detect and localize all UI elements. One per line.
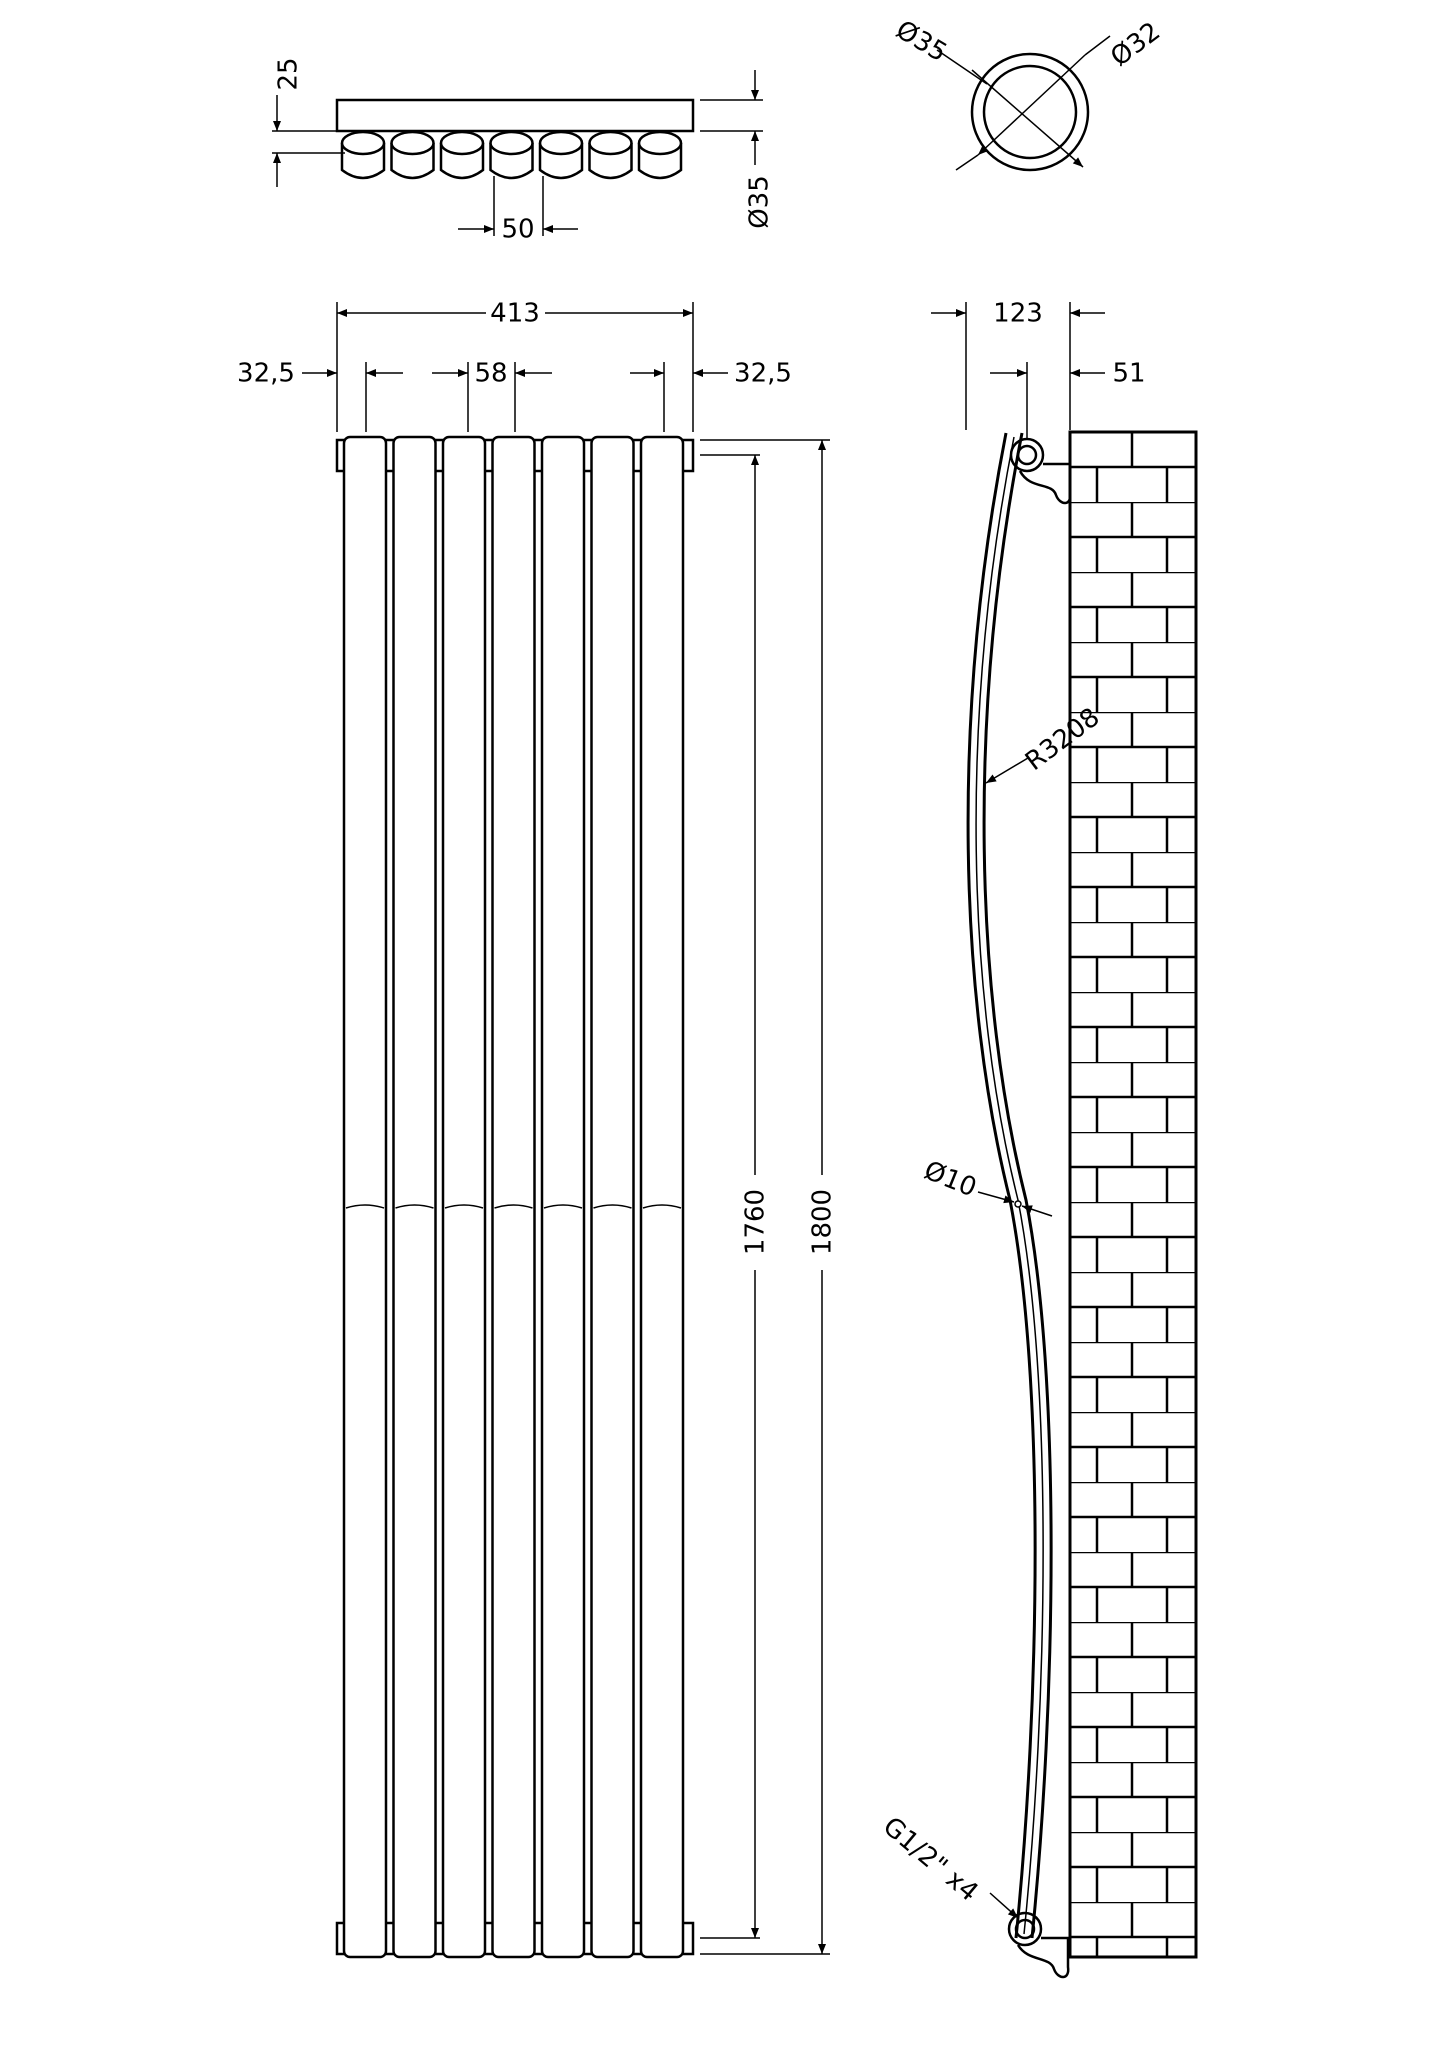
right-margin-label: 32,5 bbox=[734, 359, 792, 389]
curved-bar-centre-line bbox=[975, 436, 1044, 1935]
tube-seam bbox=[345, 1204, 385, 1209]
tube-length-label: 1760 bbox=[741, 1189, 771, 1255]
tube-diameter-label: Ø35 bbox=[745, 175, 775, 229]
top-tube-rim bbox=[489, 130, 534, 156]
fitting-depth-label: 25 bbox=[274, 57, 304, 90]
top-tube-rim bbox=[439, 130, 485, 156]
brick-wall bbox=[1068, 430, 1198, 1959]
tube-seam bbox=[494, 1204, 533, 1209]
top-tube-rim bbox=[340, 130, 386, 156]
bottom-wall-bracket bbox=[1007, 1911, 1070, 1979]
front-tube bbox=[590, 435, 635, 1959]
top-view: 25 50 Ø35 bbox=[272, 57, 775, 245]
front-tube bbox=[441, 435, 487, 1959]
left-margin-label: 32,5 bbox=[237, 359, 295, 389]
overall-width-label: 413 bbox=[490, 299, 540, 329]
header-manifold bbox=[335, 98, 695, 133]
bar-diameter-label: Ø10 bbox=[920, 1156, 981, 1204]
curved-bar-back-edge bbox=[982, 432, 1053, 1939]
tube-seam bbox=[395, 1204, 434, 1209]
overall-depth-label: 123 bbox=[993, 299, 1043, 329]
tube-seam bbox=[593, 1204, 632, 1209]
section-inner-diameter-label: Ø32 bbox=[1105, 17, 1166, 73]
side-view: 123 51 R3208 Ø10 G1/2" x4 bbox=[877, 299, 1198, 1979]
front-tube bbox=[342, 435, 388, 1959]
top-tube-rim bbox=[390, 130, 435, 156]
tube-seam bbox=[444, 1204, 484, 1209]
top-tube-rim bbox=[538, 130, 584, 156]
wall-clearance-label: 51 bbox=[1112, 359, 1145, 389]
tube-outer-circle bbox=[970, 52, 1090, 172]
tube-spacing-label: 58 bbox=[474, 359, 507, 389]
front-view: 413 32,5 58 32,5 1760 1800 bbox=[237, 299, 838, 1959]
curved-bar-front-edge bbox=[966, 432, 1037, 1939]
top-tube-rim bbox=[588, 130, 633, 156]
connection-thread-label: G1/2" x4 bbox=[877, 1811, 984, 1907]
overall-height-label: 1800 bbox=[808, 1189, 838, 1255]
tube-seam bbox=[543, 1204, 583, 1209]
tube-seam bbox=[642, 1204, 682, 1209]
section-outer-diameter-label: Ø35 bbox=[891, 15, 952, 68]
tube-pitch-label: 50 bbox=[501, 215, 534, 245]
front-tube bbox=[392, 435, 437, 1959]
front-view-tubes bbox=[342, 435, 685, 1959]
top-wall-bracket bbox=[1009, 437, 1072, 505]
front-tube bbox=[639, 435, 685, 1959]
front-tube bbox=[540, 435, 586, 1959]
front-tube bbox=[491, 435, 536, 1959]
tube-section-detail: Ø35 Ø32 bbox=[891, 15, 1166, 172]
top-view-tubes bbox=[340, 130, 683, 180]
tube-inner-circle bbox=[982, 64, 1078, 160]
top-tube-rim bbox=[637, 130, 683, 156]
